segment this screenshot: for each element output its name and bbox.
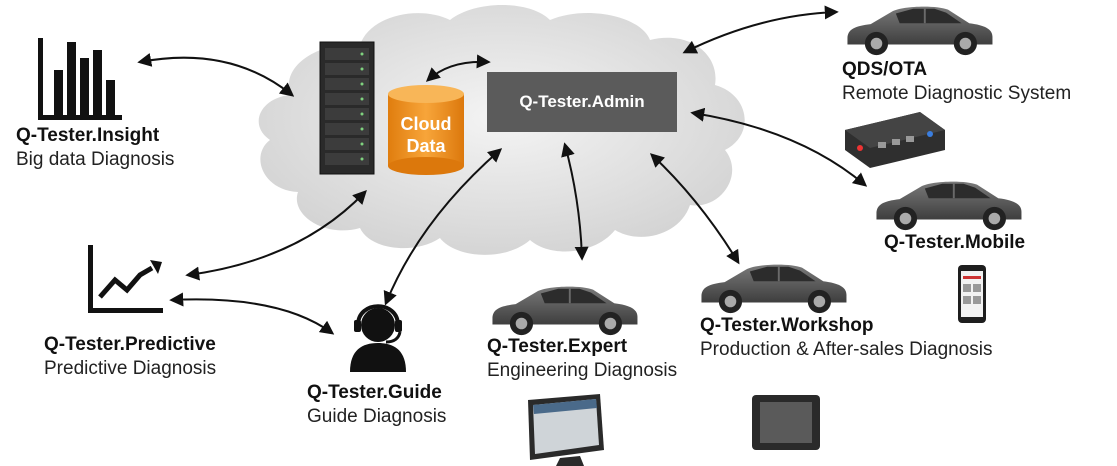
admin-label: Q-Tester.Admin — [519, 92, 645, 111]
node-insight-subtitle: Big data Diagnosis — [16, 149, 175, 170]
bar-chart-icon — [38, 38, 122, 120]
tablet-image — [752, 395, 820, 450]
arrow-admin-expert — [561, 142, 589, 261]
node-predictive-title: Q-Tester.Predictive — [44, 334, 216, 355]
node-predictive-subtitle: Predictive Diagnosis — [44, 358, 217, 379]
cloud-database-icon: Cloud Data — [388, 85, 464, 175]
node-expert-title: Q-Tester.Expert — [487, 336, 628, 357]
node-expert-label: Q-Tester.Expert Engineering Diagnosis — [487, 335, 677, 383]
node-qds-title: QDS/OTA — [842, 59, 928, 80]
arrow-admin-guide — [383, 148, 503, 306]
node-expert-subtitle: Engineering Diagnosis — [487, 360, 678, 381]
arrow-database-admin — [425, 54, 491, 82]
node-insight-label: Q-Tester.Insight Big data Diagnosis — [16, 124, 174, 172]
database-label-line2: Data — [406, 136, 446, 156]
node-workshop-label: Q-Tester.Workshop Production & After-sal… — [700, 314, 993, 362]
node-mobile-label: Q-Tester.Mobile — [884, 231, 1025, 255]
vci-device-image — [845, 112, 945, 168]
node-qds-label: QDS/OTA Remote Diagnostic System — [842, 58, 1071, 106]
node-workshop-title: Q-Tester.Workshop — [700, 315, 874, 336]
admin-server-box: Q-Tester.Admin — [487, 72, 677, 132]
node-predictive-label: Q-Tester.Predictive Predictive Diagnosis — [44, 333, 216, 381]
connection-arrows — [137, 5, 868, 335]
node-insight-title: Q-Tester.Insight — [16, 125, 160, 146]
node-guide-subtitle: Guide Diagnosis — [307, 406, 447, 427]
node-workshop-subtitle: Production & After-sales Diagnosis — [700, 339, 993, 360]
arrow-insight-rack — [137, 53, 295, 97]
car-qds-image — [846, 5, 994, 57]
car-mobile-image — [875, 180, 1023, 232]
node-guide-label: Q-Tester.Guide Guide Diagnosis — [307, 381, 446, 429]
trend-chart-icon — [88, 245, 163, 313]
arrow-admin-mobile — [690, 107, 868, 187]
arrow-admin-workshop — [649, 153, 740, 265]
node-mobile-title: Q-Tester.Mobile — [884, 232, 1026, 253]
server-rack-icon — [319, 41, 375, 175]
arrow-predictive-guide — [169, 292, 335, 335]
car-workshop-image — [700, 263, 848, 315]
arrow-admin-qds — [682, 5, 839, 54]
node-guide-title: Q-Tester.Guide — [307, 382, 442, 403]
car-expert-image — [491, 285, 639, 337]
mobile-phone-image — [958, 265, 986, 323]
database-label-line1: Cloud — [401, 114, 452, 134]
arrow-cloud-predictive — [185, 189, 367, 281]
laptop-image — [528, 394, 604, 466]
node-qds-subtitle: Remote Diagnostic System — [842, 83, 1072, 104]
headset-agent-icon — [350, 304, 406, 372]
